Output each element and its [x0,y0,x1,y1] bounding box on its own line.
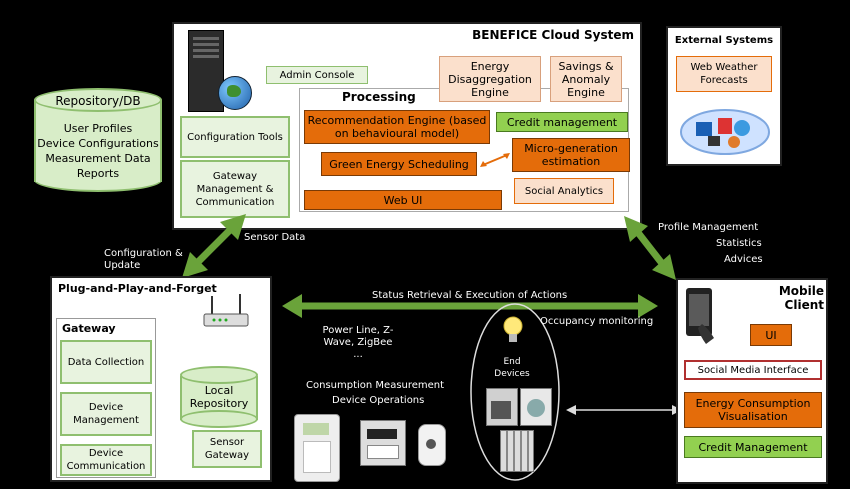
power-line-label: Power Line, Z-Wave, ZigBee ... [322,325,394,360]
profile-management-label: Profile Management [658,222,759,233]
status-retrieval-label: Status Retrieval & Execution of Actions [372,290,568,301]
device-operations-label: Device Operations [332,395,425,406]
arrow-status-right-head [638,294,658,318]
mobile-client: Mobile Client UI Social Media Interface … [676,278,828,484]
web-ui: Web UI [304,190,502,210]
local-repository: Local Repository [180,366,258,428]
statistics-label: Statistics [716,238,762,249]
gateway-management-communication: Gateway Management & Communication [180,160,290,218]
gateway-panel [56,318,156,478]
arrow-cloud-gateway-head-top [220,214,246,240]
arrow-cloud-gateway-head-bottom [182,252,208,278]
recommendation-engine: Recommendation Engine (based on behaviou… [304,110,490,144]
external-title: External Systems [674,35,774,46]
stove-icon [486,388,518,426]
device-communication: Device Communication [60,444,152,476]
end-devices-label: End Devices [494,357,530,379]
energy-disaggregation-engine: Energy Disaggregation Engine [439,56,541,102]
radiator-icon [500,430,534,472]
social-media-interface: Social Media Interface [684,360,822,380]
arrow-status-left-head [282,294,302,318]
credit-management-cloud: Credit management [496,112,628,132]
smart-meter-icon [294,414,340,482]
local-repository-label: Local Repository [189,384,249,410]
repo-item-device-configurations: Device Configurations [37,137,159,150]
plug-and-play-system: Plug-and-Play-and-Forget Gateway Data Co… [50,276,272,482]
sensor-data-label: Sensor Data [244,232,306,243]
end-devices-boundary [470,303,560,481]
configuration-update-label: Configuration & Update [104,248,183,271]
mobile-title: Mobile Client [778,284,824,312]
cloud-system: BENEFICE Cloud System Admin Console Proc… [172,22,642,230]
repository-items: User Profiles Device Configurations Meas… [34,121,162,181]
energy-consumption-visualisation: Energy Consumption Visualisation [684,392,822,428]
smartphone-icon [684,286,718,346]
electricity-meter-icon [360,420,406,466]
occupancy-monitoring-label: Occupancy monitoring [540,316,654,327]
repo-item-user-profiles: User Profiles [63,122,133,135]
admin-console: Admin Console [266,66,368,84]
sensor-gateway: Sensor Gateway [192,430,262,468]
arrow-cloud-gateway [193,225,235,267]
web-weather-forecasts: Web Weather Forecasts [676,56,772,92]
arrow-cloud-mobile [633,227,667,269]
advices-label: Advices [724,254,763,265]
plug-play-title: Plug-and-Play-and-Forget [58,282,217,295]
device-management: Device Management [60,392,152,436]
arrow-cloud-mobile-head-bottom [652,254,676,280]
credit-management-mobile: Credit Management [684,436,822,458]
globe-icon [218,76,252,110]
cloud-title: BENEFICE Cloud System [472,28,634,42]
plug-sensor-icon [418,424,446,466]
washing-machine-icon [520,388,552,426]
repository-title: Repository/DB [55,94,141,108]
repo-item-measurement-data: Measurement Data [45,152,151,165]
repository-db: Repository/DB User Profiles Device Confi… [34,88,162,192]
processing-title: Processing [342,90,416,104]
savings-anomaly-engine: Savings & Anomaly Engine [550,56,622,102]
light-bulb-icon [502,316,524,346]
arrow-cloud-mobile-head-top [624,216,648,242]
mobile-ui: UI [750,324,792,346]
external-systems: External Systems Web Weather Forecasts [666,26,782,166]
data-collection: Data Collection [60,340,152,384]
social-analytics: Social Analytics [514,178,614,204]
configuration-tools: Configuration Tools [180,116,290,158]
router-icon [202,292,250,332]
social-cloud-icon [678,98,772,158]
consumption-measurement-label: Consumption Measurement [306,380,445,391]
repo-item-reports: Reports [76,167,120,180]
green-energy-scheduling: Green Energy Scheduling [321,152,477,176]
double-arrow-icon [480,152,510,168]
micro-generation-estimation: Micro-generation estimation [512,138,630,172]
gateway-title: Gateway [62,322,116,335]
